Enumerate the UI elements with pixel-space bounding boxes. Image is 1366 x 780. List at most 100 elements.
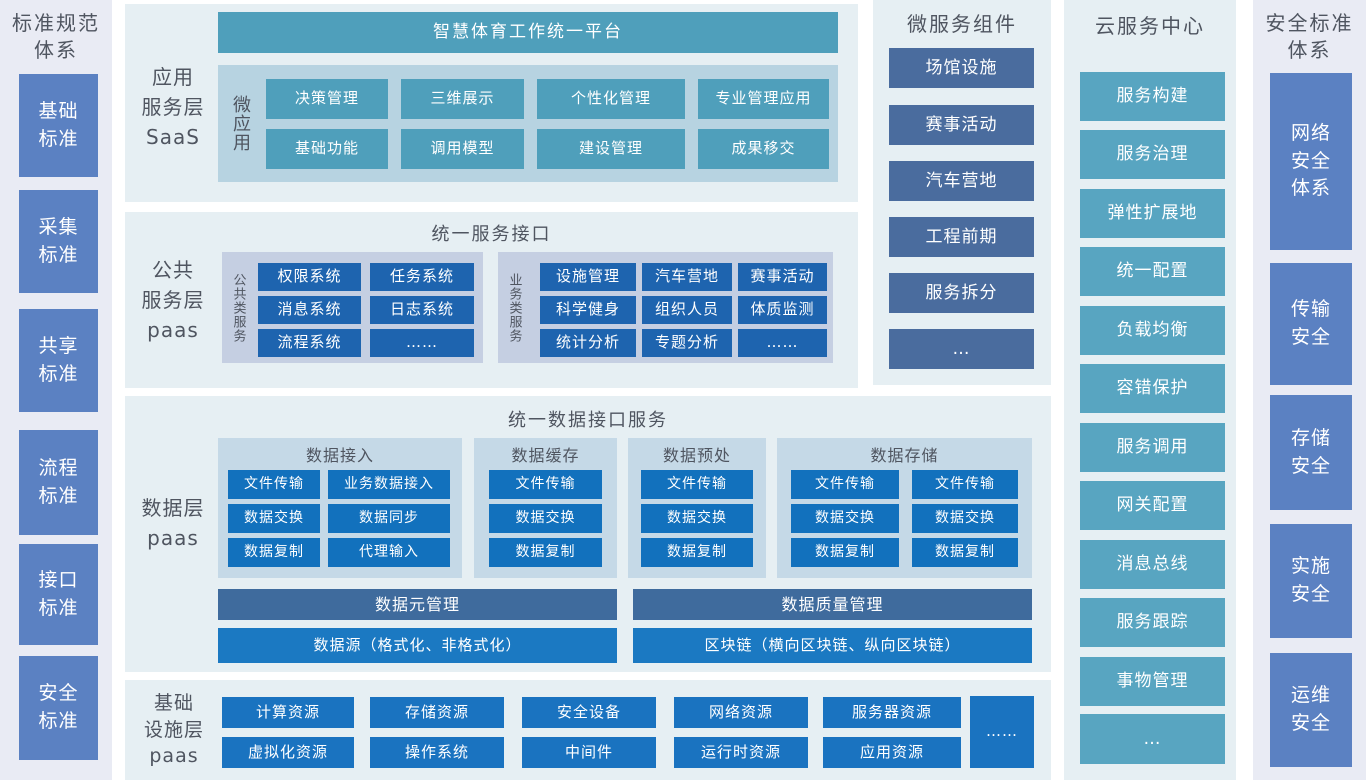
cache-block-replicate: 数据复制 <box>489 538 602 567</box>
storage-block-exchange-2: 数据交换 <box>912 504 1018 533</box>
data-layer-panel: 数据层 paas 统一数据接口服务 数据接入 文件传输 业务数据接入 数据交换 … <box>125 396 1051 672</box>
micro-block-venue: 场馆设施 <box>889 48 1034 88</box>
standard-block-security: 安全 标准 <box>19 656 98 760</box>
micro-app-label: 微应用 <box>230 95 251 152</box>
data-storage-title: 数据存储 <box>870 446 939 465</box>
business-services-label: 业务类服务 <box>506 272 522 343</box>
quality-management-bar: 数据质量管理 <box>633 589 1032 620</box>
preprocess-block-file-transfer: 文件传输 <box>641 470 753 499</box>
app-block-3d-display: 三维展示 <box>401 79 524 119</box>
data-access-panel: 数据接入 文件传输 业务数据接入 数据交换 数据同步 数据复制 代理输入 <box>218 438 462 578</box>
common-block-log: 日志系统 <box>370 296 474 324</box>
business-block-fitness: 科学健身 <box>540 296 636 324</box>
preprocess-block-exchange: 数据交换 <box>641 504 753 533</box>
cloud-service-panel: 云服务中心 服务构建 服务治理 弹性扩展地 统一配置 负载均衡 容错保护 服务调… <box>1064 0 1236 780</box>
infra-block-os: 操作系统 <box>370 737 504 768</box>
infra-block-server: 服务器资源 <box>823 697 961 728</box>
cloud-service-panel-title: 云服务中心 <box>1095 13 1205 38</box>
preprocess-block-replicate: 数据复制 <box>641 538 753 567</box>
security-block-network: 网络 安全 体系 <box>1270 73 1352 250</box>
standards-panel: 标准规范 体系 基础 标准 采集 标准 共享 标准 流程 标准 接口 标准 安全… <box>0 0 112 780</box>
data-storage-panel: 数据存储 文件传输 文件传输 数据交换 数据交换 数据复制 数据复制 <box>777 438 1032 578</box>
business-block-statistics: 统计分析 <box>540 329 636 357</box>
infrastructure-layer-panel: 基础 设施层 paas 计算资源 存储资源 安全设备 网络资源 服务器资源 虚拟… <box>125 680 1051 780</box>
app-block-professional: 专业管理应用 <box>698 79 829 119</box>
platform-title-bar: 智慧体育工作统一平台 <box>218 12 838 53</box>
standard-block-basic: 基础 标准 <box>19 74 98 177</box>
business-block-personnel: 组织人员 <box>642 296 732 324</box>
access-block-sync: 数据同步 <box>328 504 450 533</box>
standard-block-interface: 接口 标准 <box>19 544 98 645</box>
cloud-block-more: … <box>1080 714 1225 764</box>
standards-panel-title: 标准规范 体系 <box>12 11 100 62</box>
microservices-panel-title: 微服务组件 <box>907 11 1017 36</box>
cloud-block-elastic: 弹性扩展地 <box>1080 189 1225 238</box>
app-block-construction: 建设管理 <box>537 129 685 169</box>
security-block-ops: 运维 安全 <box>1270 653 1352 767</box>
standard-block-collect: 采集 标准 <box>19 190 98 293</box>
security-block-transport: 传输 安全 <box>1270 263 1352 385</box>
data-cache-panel: 数据缓存 文件传输 数据交换 数据复制 <box>474 438 617 578</box>
common-block-task: 任务系统 <box>370 263 474 291</box>
app-service-layer-label: 应用 服务层 SaaS <box>141 65 205 149</box>
security-standards-panel: 安全标准 体系 网络 安全 体系 传输 安全 存储 安全 实施 安全 运维 安全 <box>1253 0 1366 780</box>
app-block-personalized: 个性化管理 <box>537 79 685 119</box>
security-block-storage: 存储 安全 <box>1270 395 1352 510</box>
storage-block-exchange-1: 数据交换 <box>791 504 899 533</box>
infra-block-middleware: 中间件 <box>522 737 656 768</box>
access-block-exchange: 数据交换 <box>228 504 320 533</box>
storage-block-file-transfer-1: 文件传输 <box>791 470 899 499</box>
common-block-workflow: 流程系统 <box>258 329 361 357</box>
data-access-title: 数据接入 <box>305 446 374 465</box>
common-block-message: 消息系统 <box>258 296 361 324</box>
app-block-basic-function: 基础功能 <box>266 129 388 169</box>
micro-block-split: 服务拆分 <box>889 273 1034 313</box>
infra-block-application: 应用资源 <box>823 737 961 768</box>
business-block-facility: 设施管理 <box>540 263 636 291</box>
micro-block-camping: 汽车营地 <box>889 161 1034 201</box>
cloud-block-messagebus: 消息总线 <box>1080 540 1225 589</box>
cache-block-exchange: 数据交换 <box>489 504 602 533</box>
business-block-thematic: 专题分析 <box>642 329 732 357</box>
business-block-physique: 体质监测 <box>738 296 827 324</box>
infra-block-network: 网络资源 <box>674 697 808 728</box>
public-service-layer-label: 公共 服务层 paas <box>141 258 205 342</box>
cloud-block-faulttolerance: 容错保护 <box>1080 364 1225 413</box>
standard-block-process: 流程 标准 <box>19 430 98 535</box>
infra-block-storage: 存储资源 <box>370 697 504 728</box>
data-preprocess-title: 数据预处 <box>662 446 731 465</box>
infra-block-compute: 计算资源 <box>222 697 354 728</box>
cloud-block-invoke: 服务调用 <box>1080 423 1225 472</box>
storage-block-replicate-2: 数据复制 <box>912 538 1018 567</box>
infra-block-security: 安全设备 <box>522 697 656 728</box>
public-service-layer-panel: 公共 服务层 paas 统一服务接口 公共类服务 权限系统 任务系统 消息系统 … <box>125 212 858 388</box>
access-block-file-transfer: 文件传输 <box>228 470 320 499</box>
app-service-layer-panel: 应用 服务层 SaaS 智慧体育工作统一平台 微应用 决策管理 三维展示 个性化… <box>125 4 858 202</box>
blockchain-bar: 区块链（横向区块链、纵向区块链） <box>633 628 1032 663</box>
unified-data-interface-title: 统一数据接口服务 <box>508 410 668 431</box>
app-block-handover: 成果移交 <box>698 129 829 169</box>
cloud-block-loadbalance: 负载均衡 <box>1080 306 1225 355</box>
micro-block-preproject: 工程前期 <box>889 217 1034 257</box>
micro-block-events: 赛事活动 <box>889 105 1034 145</box>
cloud-block-config: 统一配置 <box>1080 247 1225 296</box>
infrastructure-layer-label: 基础 设施层 paas <box>143 692 204 768</box>
business-block-camping: 汽车营地 <box>642 263 732 291</box>
storage-block-file-transfer-2: 文件传输 <box>912 470 1018 499</box>
micro-app-panel: 微应用 决策管理 三维展示 个性化管理 专业管理应用 基础功能 调用模型 建设管… <box>218 65 838 182</box>
common-block-more: …… <box>370 329 474 357</box>
access-block-proxy-input: 代理输入 <box>328 538 450 567</box>
micro-block-more: … <box>889 329 1034 369</box>
data-source-bar: 数据源（格式化、非格式化） <box>218 628 617 663</box>
cloud-block-gateway: 网关配置 <box>1080 481 1225 530</box>
unified-service-interface-title: 统一服务接口 <box>431 224 552 245</box>
cloud-block-governance: 服务治理 <box>1080 130 1225 179</box>
microservices-panel: 微服务组件 场馆设施 赛事活动 汽车营地 工程前期 服务拆分 … <box>873 0 1051 385</box>
storage-block-replicate-1: 数据复制 <box>791 538 899 567</box>
infra-block-more: …… <box>970 696 1034 768</box>
common-services-panel: 公共类服务 权限系统 任务系统 消息系统 日志系统 流程系统 …… <box>222 252 483 363</box>
cloud-block-build: 服务构建 <box>1080 72 1225 121</box>
data-cache-title: 数据缓存 <box>511 446 580 465</box>
app-block-decision: 决策管理 <box>266 79 388 119</box>
